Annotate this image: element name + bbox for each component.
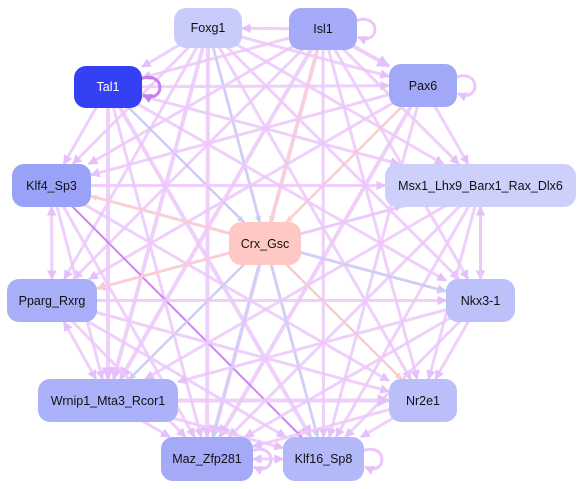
edge-isl1-klf4 bbox=[87, 27, 324, 166]
node-msx1[interactable]: Msx1_Lhx9_Barx1_Rax_Dlx6 bbox=[385, 164, 576, 207]
edge-nkx3-maz bbox=[244, 299, 482, 439]
node-wrnip1[interactable]: Wrnip1_Mta3_Rcor1 bbox=[38, 379, 178, 422]
node-maz[interactable]: Maz_Zfp281 bbox=[161, 437, 253, 481]
edge-foxg1-crx bbox=[207, 27, 261, 223]
edge-tal1-crx bbox=[107, 86, 245, 223]
self-loop-isl1 bbox=[354, 17, 377, 45]
node-label: Nkx3-1 bbox=[460, 293, 501, 308]
edge-crx-maz bbox=[211, 243, 266, 438]
node-label: Isl1 bbox=[313, 22, 333, 36]
self-loop-pax6 bbox=[454, 74, 477, 102]
edge-tal1-pax6 bbox=[107, 80, 390, 91]
node-label: Pax6 bbox=[408, 78, 438, 93]
node-nkx3[interactable]: Nkx3-1 bbox=[446, 279, 515, 322]
node-klf4[interactable]: Klf4_Sp3 bbox=[12, 164, 91, 207]
edge-isl1-crx bbox=[269, 28, 324, 223]
edge-pax6-maz bbox=[217, 84, 425, 439]
edge-pparg-wrnip1 bbox=[62, 321, 98, 380]
node-pparg[interactable]: Pparg_Rxrg bbox=[7, 279, 97, 322]
node-label: Wrnip1_Mta3_Rcor1 bbox=[50, 393, 166, 408]
node-label: Klf16_Sp8 bbox=[294, 452, 353, 466]
edge-pax6-pparg bbox=[88, 84, 424, 281]
node-label: Nr2e1 bbox=[405, 393, 441, 408]
node-label: Foxg1 bbox=[190, 21, 226, 35]
edge-pax6-crx bbox=[285, 84, 424, 223]
node-isl1[interactable]: Isl1 bbox=[289, 8, 357, 50]
edge-isl1-pparg bbox=[72, 27, 325, 281]
node-crx[interactable]: Crx_Gsc bbox=[229, 222, 301, 265]
edge-pax6-klf4 bbox=[90, 84, 424, 178]
node-label: Pparg_Rxrg bbox=[18, 293, 86, 308]
self-loop-layer bbox=[139, 17, 477, 475]
edge-msx1-wrnip1 bbox=[144, 184, 482, 381]
edge-foxg1-pparg bbox=[63, 27, 210, 280]
node-foxg1[interactable]: Foxg1 bbox=[174, 8, 242, 48]
self-loop-tal1 bbox=[139, 75, 162, 103]
edge-msx1-klf16 bbox=[334, 184, 482, 438]
edge-klf4-nr2e1 bbox=[50, 184, 390, 383]
edge-klf4-klf16 bbox=[50, 184, 303, 438]
node-label: Tal1 bbox=[96, 80, 120, 94]
edge-crx-nr2e1 bbox=[264, 242, 403, 380]
node-klf16[interactable]: Klf16_Sp8 bbox=[283, 437, 364, 481]
node-nr2e1[interactable]: Nr2e1 bbox=[389, 379, 457, 422]
edge-crx-klf16 bbox=[264, 243, 320, 438]
edge-msx1-maz bbox=[227, 184, 482, 439]
edge-pparg-nr2e1 bbox=[51, 299, 390, 394]
self-loop-klf16 bbox=[361, 447, 384, 475]
node-label: Msx1_Lhx9_Barx1_Rax_Dlx6 bbox=[398, 178, 563, 193]
node-label: Klf4_Sp3 bbox=[26, 178, 77, 193]
edge-isl1-nkx3 bbox=[321, 28, 470, 280]
edge-tal1-nkx3 bbox=[107, 85, 447, 283]
self-loop-maz bbox=[250, 447, 273, 475]
edge-nkx3-wrnip1 bbox=[177, 299, 481, 385]
edge-tal1-msx1 bbox=[107, 85, 401, 167]
node-pax6[interactable]: Pax6 bbox=[389, 64, 457, 107]
node-label: Crx_Gsc bbox=[240, 236, 290, 251]
node-label: Maz_Zfp281 bbox=[172, 452, 242, 466]
node-tal1[interactable]: Tal1 bbox=[74, 66, 142, 108]
edge-crx-wrnip1 bbox=[128, 242, 266, 380]
edge-tal1-klf16 bbox=[106, 85, 313, 439]
